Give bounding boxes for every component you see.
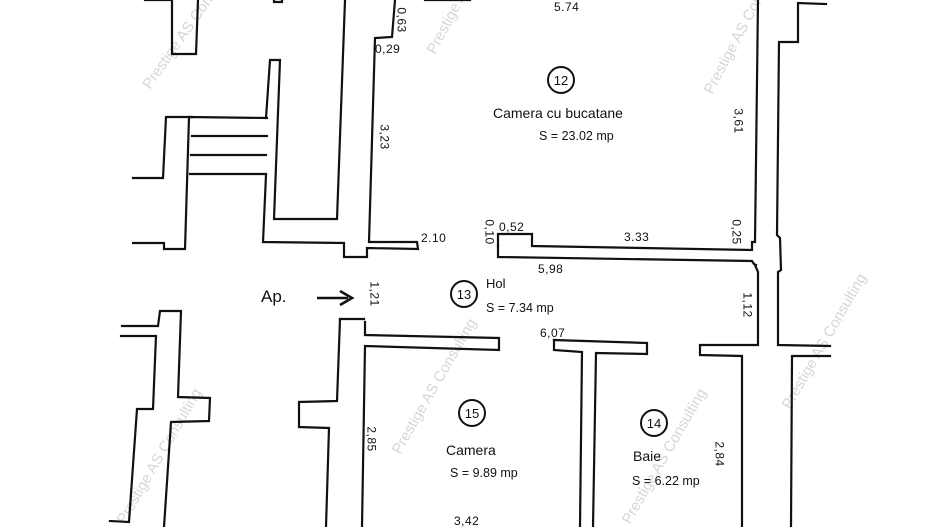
dimension-label: 6,07 [540, 326, 566, 340]
dimension-label: 2,84 [712, 441, 727, 467]
dimension-label: 2.10 [421, 231, 447, 245]
room-name: Hol [486, 276, 506, 291]
room-area: S = 6.22 mp [632, 474, 700, 488]
dimension-label: 0,63 [394, 7, 409, 33]
room-name: Camera [446, 442, 496, 458]
room-number-badge: 15 [458, 399, 486, 427]
dimension-label: 0,29 [375, 42, 401, 56]
dimension-label: 0,52 [499, 220, 525, 234]
watermark: Prestige AS Consulting [114, 386, 205, 527]
walls [108, 0, 832, 527]
dimension-label: 1,12 [740, 292, 755, 318]
room-name: Baie [633, 448, 662, 464]
dimension-label: 2,85 [364, 426, 379, 452]
dimension-label: 5.74 [554, 0, 580, 14]
watermark: Prestige AS Consulting [701, 0, 788, 97]
dimension-label: 3,42 [454, 514, 480, 528]
dimension-label: 1,21 [367, 281, 382, 307]
room-number-badge: 12 [547, 66, 575, 94]
room-area: S = 7.34 mp [486, 301, 554, 315]
room-number-badge: 14 [640, 409, 668, 437]
watermark: Prestige AS Consulting [139, 0, 241, 92]
dimension-label: 0,25 [729, 219, 744, 245]
dimension-label: 0,10 [482, 219, 497, 245]
room-area: S = 9.89 mp [450, 466, 518, 480]
dimension-label: 5,98 [538, 262, 564, 276]
entrance-label: Ap. [261, 287, 287, 306]
room-number-badge: 13 [450, 280, 478, 308]
arrow-right-icon [317, 289, 355, 307]
room-area: S = 23.02 mp [539, 129, 614, 143]
dimension-label: 3.33 [624, 230, 650, 244]
room-name: Camera cu bucatane [493, 105, 623, 121]
dimension-label: 3,61 [731, 108, 746, 134]
watermark: Prestige AS Consulting [424, 0, 511, 57]
dimension-label: 3,23 [377, 124, 392, 150]
